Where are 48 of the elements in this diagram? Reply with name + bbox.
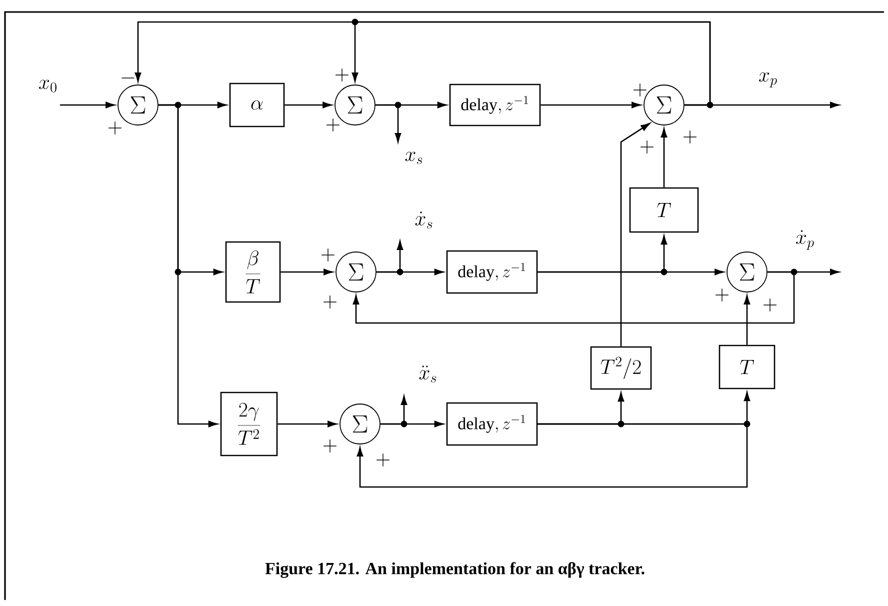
- signal-label: $\ddot{x}_s$: [419, 366, 436, 382]
- delay-box: $\mathrm{delay},z^{-1}$: [446, 402, 538, 446]
- arrow: [60, 102, 115, 108]
- signal-label: $\dot{x}_s$: [415, 212, 432, 228]
- arrow: [356, 423, 748, 488]
- summing-junction: $\Sigma$: [118, 84, 158, 126]
- arrow: [158, 104, 218, 428]
- summing-junction: $\Sigma$: [644, 84, 684, 126]
- arrow: [744, 295, 750, 345]
- arrow: [352, 21, 711, 106]
- sign-label: $+$: [336, 68, 348, 82]
- arrow: [284, 102, 332, 108]
- sign-label: $+$: [764, 298, 776, 312]
- sign-label: $+$: [376, 454, 390, 467]
- gain-box: $T$: [629, 187, 699, 233]
- gain-box: $T$: [718, 344, 776, 390]
- signal-label: $x_p$: [759, 72, 777, 88]
- sign-label: $+$: [716, 288, 728, 302]
- arrow: [376, 240, 404, 273]
- sign-label: $+$: [634, 84, 646, 97]
- arrow: [660, 128, 668, 188]
- signal-label: $x_s$: [405, 152, 422, 164]
- delay-box: $\mathrm{delay},z^{-1}$: [446, 250, 538, 294]
- arrow: [540, 102, 641, 108]
- sign-label: $+$: [324, 296, 336, 309]
- summing-junction: $\Sigma$: [336, 252, 376, 292]
- summing-junction: $\Sigma$: [334, 84, 376, 126]
- figure-caption: Figure 17.21. An implementation for an αβγ tracker.: [265, 562, 644, 578]
- gain-box: $\frac{\beta}{T}$: [225, 241, 281, 303]
- arrow: [620, 122, 650, 346]
- delay-box: $\mathrm{delay},z^{-1}$: [449, 84, 541, 126]
- sign-label: $+$: [322, 248, 334, 262]
- arrow: [380, 396, 408, 425]
- summing-junction: $\Sigma$: [726, 252, 768, 292]
- sign-label: $+$: [640, 140, 654, 154]
- signal-label: $x_0$: [39, 80, 56, 92]
- arrow: [375, 104, 402, 142]
- arrow: [352, 271, 795, 324]
- sign-label: $+$: [324, 440, 336, 453]
- summing-junction: $\Sigma$: [340, 404, 380, 444]
- gain-box: $\frac{2\gamma}{T^{2}}$: [220, 392, 278, 456]
- arrow: [280, 268, 333, 276]
- arrow: [538, 268, 724, 276]
- sign-label: $+$: [684, 130, 696, 144]
- gain-box: $T^{2}/2$: [590, 346, 652, 390]
- signal-label: $\dot{x}_p$: [796, 230, 814, 250]
- arrow: [278, 420, 337, 428]
- gain-box: $\alpha$: [229, 82, 285, 128]
